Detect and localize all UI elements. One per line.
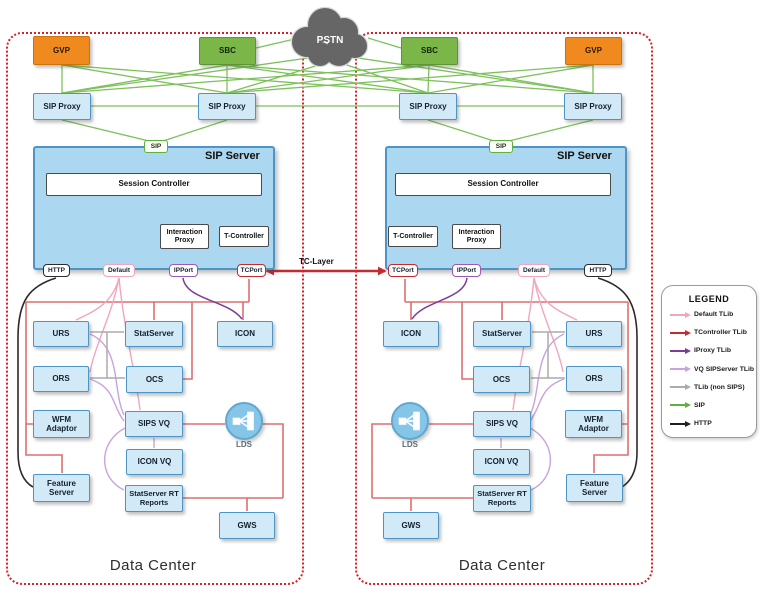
sip-proxy-left-2: SIP Proxy (198, 93, 256, 120)
tcontroller-tlib-links (25, 279, 629, 511)
legend-item-tcontroller-tlib: TController TLib (670, 329, 756, 336)
default-port-left: Default (103, 264, 135, 277)
ipport-right: IPPort (452, 264, 481, 277)
datacenter-right-label: Data Center (458, 557, 546, 574)
legend-item-tlib-non-sips: TLib (non SIPS) (670, 384, 756, 391)
statserver-right-box: StatServer (473, 321, 531, 347)
tcport-left: TCPort (237, 264, 266, 277)
legend-title: LEGEND (688, 294, 730, 304)
datacenter-left-label: Data Center (109, 557, 197, 574)
datacenter-right-border (355, 32, 653, 585)
ors-left-box: ORS (33, 366, 89, 392)
http-port-right: HTTP (584, 264, 612, 277)
gws-left-box: GWS (219, 512, 275, 539)
sips-vq-left-box: SIPS VQ (125, 411, 183, 437)
ocs-left-box: OCS (126, 366, 183, 393)
load-distribution-icon (398, 411, 420, 431)
tcontroller-tlib-arrow-icon (670, 329, 694, 336)
t-controller-right: T-Controller (388, 226, 438, 247)
sbc-left-box: SBC (199, 37, 256, 65)
sip-proxy-right-2: SIP Proxy (564, 93, 622, 120)
default-port-right: Default (518, 264, 550, 277)
session-controller-left: Session Controller (46, 173, 262, 196)
default-tlib-links (75, 277, 578, 411)
gws-right-box: GWS (383, 512, 439, 539)
sip-badge-right: SIP (489, 140, 513, 153)
session-controller-right: Session Controller (395, 173, 611, 196)
load-distribution-icon (232, 411, 254, 431)
gvp-left-box: GVP (33, 36, 90, 65)
urs-left-box: URS (33, 321, 89, 347)
http-links (17, 277, 638, 488)
ipport-left: IPPort (169, 264, 198, 277)
ocs-right-box: OCS (473, 366, 530, 393)
statserver-rt-right-box: StatServer RT Reports (473, 485, 531, 512)
sip-server-left-box (33, 146, 275, 270)
sip-proxy-right-1: SIP Proxy (399, 93, 457, 120)
icon-right-box: ICON (383, 321, 439, 347)
ors-right-box: ORS (566, 366, 622, 392)
gvp-right-box: GVP (565, 37, 622, 65)
vq-sipserver-tlib-links (89, 333, 565, 491)
pstn-cloud: PSTN (290, 6, 369, 68)
sbc-right-box: SBC (401, 37, 458, 65)
feature-server-right-box: Feature Server (566, 474, 623, 502)
legend-item-http: HTTP (670, 420, 756, 427)
http-arrow-icon (670, 420, 694, 427)
feature-server-left-box: Feature Server (33, 474, 90, 502)
tc-layer-label: TC-Layer (299, 257, 334, 266)
iproxy-tlib-links (182, 277, 468, 320)
default-tlib-arrow-icon (670, 311, 694, 318)
vq-sipserver-tlib-arrow-icon (670, 366, 694, 373)
sip-proxy-left-1: SIP Proxy (33, 93, 91, 120)
icon-vq-right-box: ICON VQ (473, 449, 530, 475)
tlib-non-sips-links (90, 331, 565, 379)
tcport-right: TCPort (388, 264, 418, 277)
sip-arrow-icon (670, 402, 694, 409)
legend-item-iproxy-tlib: IProxy TLib (670, 347, 756, 354)
interaction-proxy-left: Interaction Proxy (160, 224, 209, 249)
http-port-left: HTTP (43, 264, 70, 277)
legend-panel: LEGEND Default TLib TController TLib IPr… (661, 285, 757, 438)
sip-link-mesh (61, 37, 594, 142)
t-controller-left: T-Controller (219, 226, 269, 247)
interaction-proxy-right: Interaction Proxy (452, 224, 501, 249)
legend-item-default-tlib: Default TLib (670, 311, 756, 318)
sip-server-right-box (385, 146, 627, 270)
legend-item-sip: SIP (670, 402, 756, 409)
sip-server-left-title: SIP Server (205, 150, 260, 162)
icon-left-box: ICON (217, 321, 273, 347)
lds-left-label: LDS (236, 440, 252, 449)
icon-vq-left-box: ICON VQ (126, 449, 183, 475)
wfm-adaptor-right-box: WFM Adaptor (565, 410, 622, 438)
legend-item-vq-sipserver-tlib: VQ SIPServer TLib (670, 366, 756, 373)
wfm-adaptor-left-box: WFM Adaptor (33, 410, 90, 438)
statserver-left-box: StatServer (125, 321, 183, 347)
lds-left-circle (225, 402, 263, 440)
sip-badge-left: SIP (144, 140, 168, 153)
urs-right-box: URS (566, 321, 622, 347)
sip-server-right-title: SIP Server (557, 150, 612, 162)
lds-right-label: LDS (402, 440, 418, 449)
statserver-rt-left-box: StatServer RT Reports (125, 485, 183, 512)
pstn-label: PSTN (317, 35, 344, 46)
lds-right-circle (391, 402, 429, 440)
tlib-non-sips-arrow-icon (670, 384, 694, 391)
sips-vq-right-box: SIPS VQ (473, 411, 531, 437)
datacenter-left-border (6, 32, 304, 585)
iproxy-tlib-arrow-icon (670, 347, 694, 354)
